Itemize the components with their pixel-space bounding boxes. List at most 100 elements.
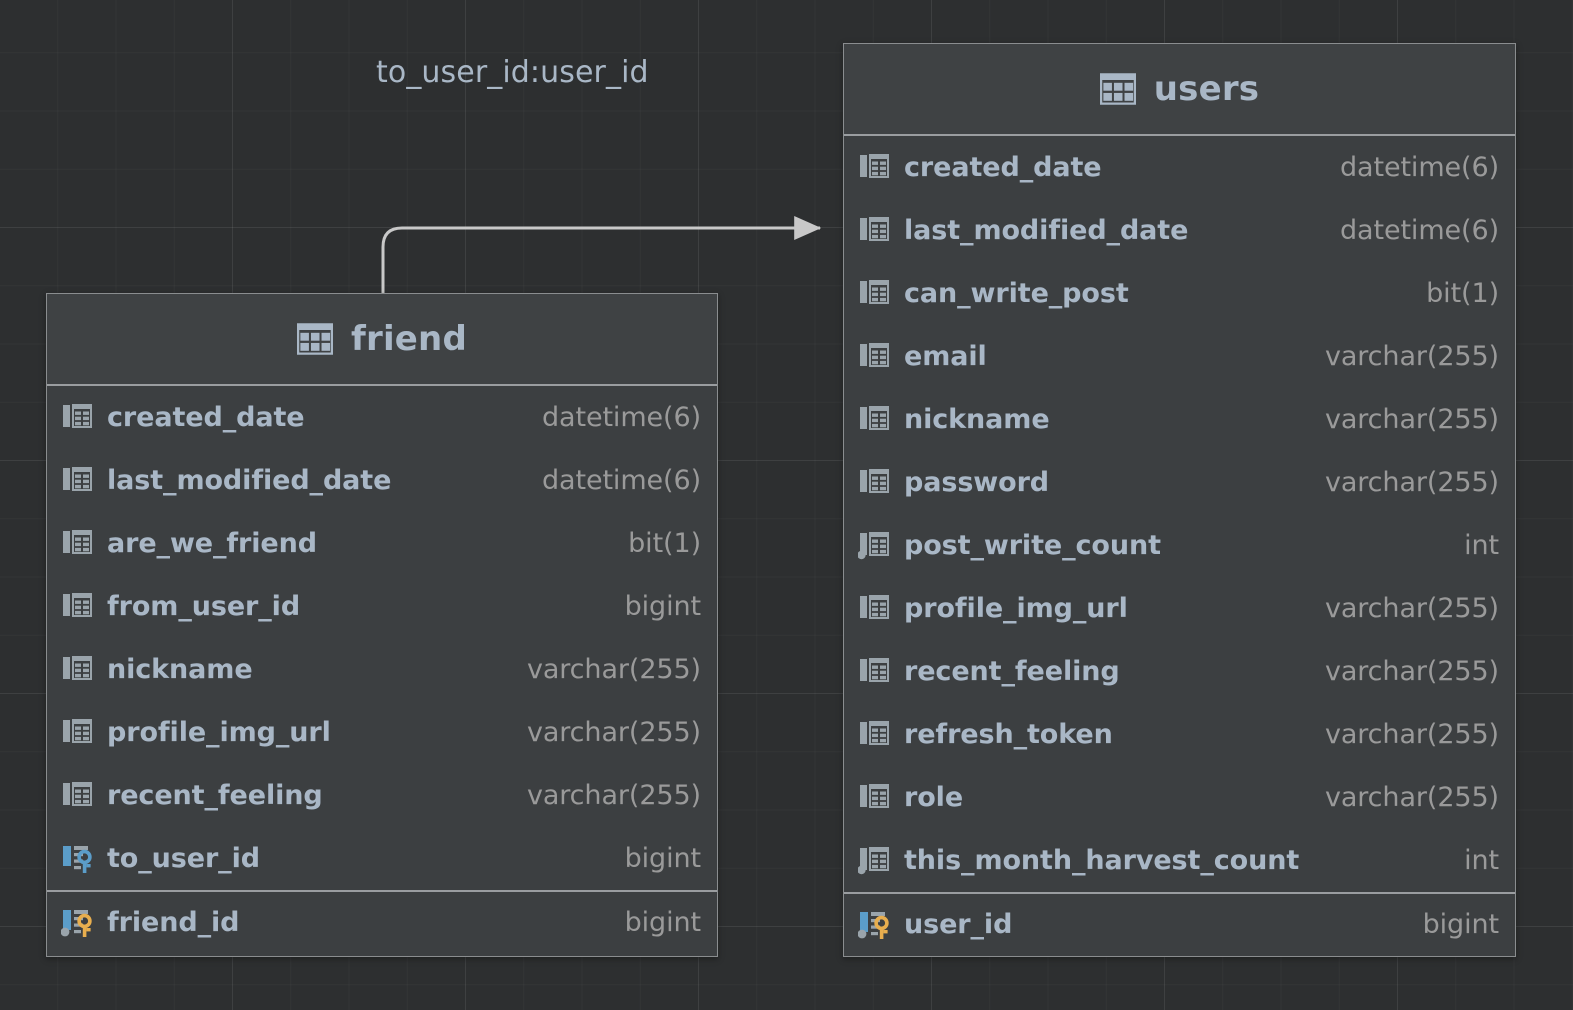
table-header-friend[interactable]: friend: [47, 294, 717, 386]
column-name: password: [904, 467, 1050, 498]
column-name: last_modified_date: [904, 215, 1189, 246]
table-title: friend: [350, 319, 468, 359]
column-name: recent_feeling: [107, 780, 323, 811]
column-row[interactable]: post_write_count int: [844, 514, 1515, 577]
column-type: varchar(255): [526, 717, 701, 748]
column-row[interactable]: recent_feeling varchar(255): [47, 764, 717, 827]
table-icon: [296, 323, 333, 355]
relationship-label: to_user_id:user_id: [376, 55, 649, 90]
column-icon: [61, 590, 95, 624]
column-row[interactable]: password varchar(255): [844, 451, 1515, 514]
table-title: users: [1153, 69, 1260, 109]
column-row[interactable]: profile_img_url varchar(255): [47, 701, 717, 764]
foreign-key-icon: [61, 842, 95, 876]
column-icon: [858, 151, 892, 185]
column-name: can_write_post: [904, 278, 1129, 309]
column-type: bigint: [624, 907, 701, 938]
column-row[interactable]: nickname varchar(255): [47, 638, 717, 701]
column-row[interactable]: can_write_post bit(1): [844, 262, 1515, 325]
column-name: post_write_count: [904, 530, 1161, 561]
column-type: bigint: [624, 591, 701, 622]
column-type: datetime(6): [541, 402, 701, 433]
column-row[interactable]: from_user_id bigint: [47, 575, 717, 638]
column-type: datetime(6): [541, 465, 701, 496]
column-name: profile_img_url: [107, 717, 331, 748]
column-type: varchar(255): [1324, 719, 1499, 750]
column-row[interactable]: last_modified_date datetime(6): [47, 449, 717, 512]
column-row[interactable]: this_month_harvest_count int: [844, 829, 1515, 892]
column-type: varchar(255): [1324, 782, 1499, 813]
column-name: from_user_id: [107, 591, 301, 622]
column-name: user_id: [904, 909, 1013, 940]
column-type: varchar(255): [1324, 341, 1499, 372]
primary-key-icon: [857, 908, 892, 942]
column-type: varchar(255): [526, 780, 701, 811]
column-type: varchar(255): [1324, 593, 1499, 624]
column-name: to_user_id: [107, 843, 260, 874]
column-icon: [61, 716, 95, 750]
column-row[interactable]: profile_img_url varchar(255): [844, 577, 1515, 640]
column-name: recent_feeling: [904, 656, 1120, 687]
column-name: refresh_token: [904, 719, 1113, 750]
column-type: varchar(255): [1324, 467, 1499, 498]
column-type: int: [1464, 845, 1499, 876]
column-name: last_modified_date: [107, 465, 392, 496]
column-icon: [857, 529, 892, 563]
column-type: varchar(255): [1324, 656, 1499, 687]
column-row[interactable]: nickname varchar(255): [844, 388, 1515, 451]
column-icon: [61, 779, 95, 813]
column-name: friend_id: [107, 907, 240, 938]
column-icon: [858, 781, 892, 815]
column-name: this_month_harvest_count: [904, 845, 1300, 876]
column-type: bigint: [624, 843, 701, 874]
column-icon: [858, 277, 892, 311]
column-row[interactable]: role varchar(255): [844, 766, 1515, 829]
column-row[interactable]: refresh_token varchar(255): [844, 703, 1515, 766]
column-name: role: [904, 782, 964, 813]
column-icon: [858, 718, 892, 752]
column-icon: [61, 653, 95, 687]
column-type: varchar(255): [1324, 404, 1499, 435]
column-row[interactable]: friend_id bigint: [47, 890, 717, 953]
column-icon: [61, 401, 95, 435]
column-icon: [857, 844, 892, 878]
column-type: bit(1): [1426, 278, 1499, 309]
column-icon: [858, 655, 892, 689]
column-icon: [858, 466, 892, 500]
column-name: created_date: [107, 402, 305, 433]
connector-path: [381, 216, 822, 293]
column-icon: [858, 592, 892, 626]
column-name: are_we_friend: [107, 528, 317, 559]
column-name: email: [904, 341, 987, 372]
column-row[interactable]: to_user_id bigint: [47, 827, 717, 890]
column-type: int: [1464, 530, 1499, 561]
column-row[interactable]: created_date datetime(6): [47, 386, 717, 449]
column-icon: [61, 464, 95, 498]
column-icon: [858, 214, 892, 248]
column-icon: [858, 340, 892, 374]
column-row[interactable]: are_we_friend bit(1): [47, 512, 717, 575]
column-row[interactable]: email varchar(255): [844, 325, 1515, 388]
column-type: datetime(6): [1339, 152, 1499, 183]
column-type: varchar(255): [526, 654, 701, 685]
column-name: profile_img_url: [904, 593, 1128, 624]
column-name: nickname: [904, 404, 1050, 435]
column-type: bit(1): [628, 528, 701, 559]
column-row[interactable]: last_modified_date datetime(6): [844, 199, 1515, 262]
column-row[interactable]: created_date datetime(6): [844, 136, 1515, 199]
column-icon: [858, 403, 892, 437]
primary-key-icon: [60, 906, 95, 940]
column-name: nickname: [107, 654, 253, 685]
column-icon: [61, 527, 95, 561]
column-row[interactable]: recent_feeling varchar(255): [844, 640, 1515, 703]
table-icon: [1099, 73, 1136, 105]
column-type: datetime(6): [1339, 215, 1499, 246]
table-header-users[interactable]: users: [844, 44, 1515, 136]
column-name: created_date: [904, 152, 1102, 183]
